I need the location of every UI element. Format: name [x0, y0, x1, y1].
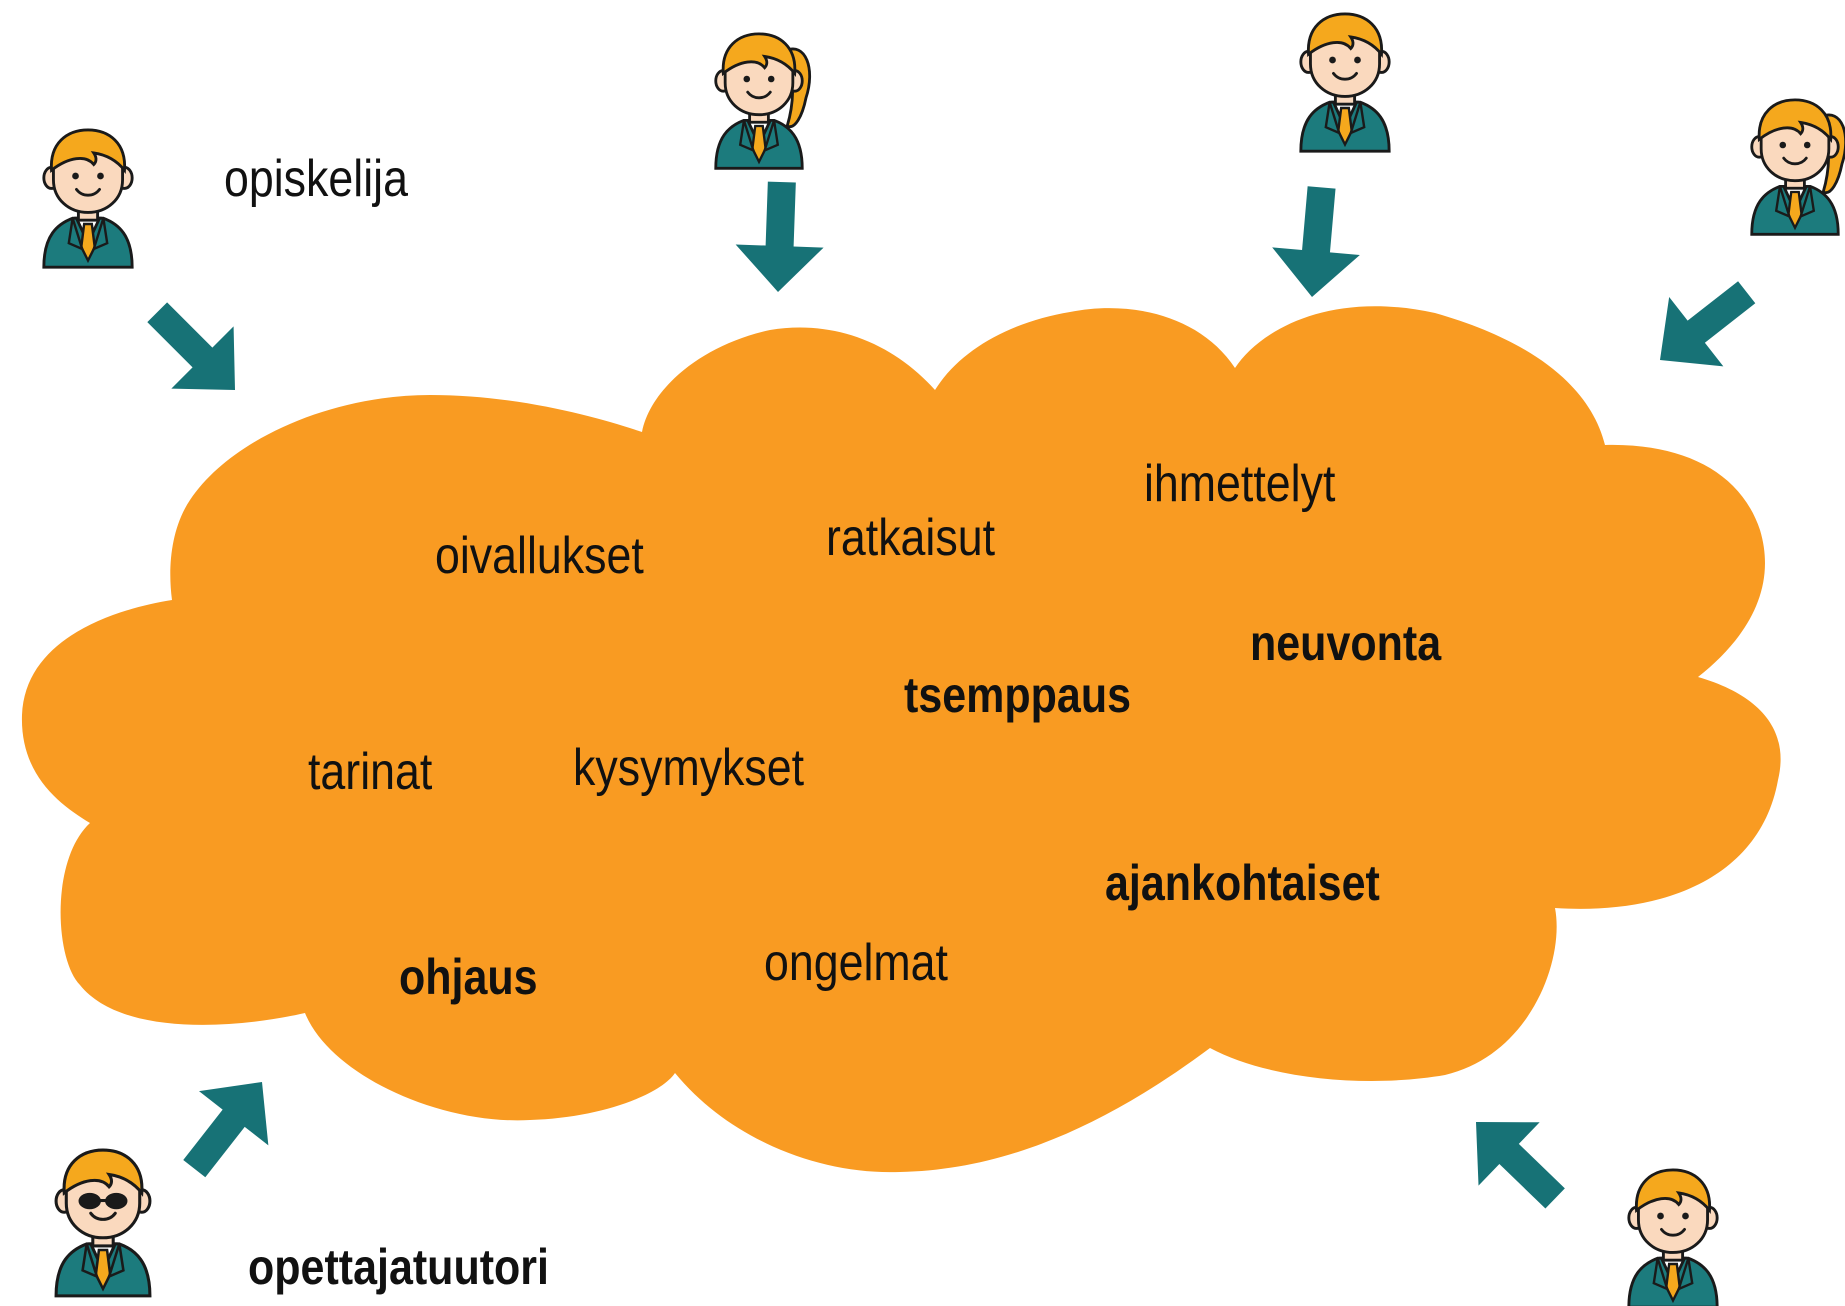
word-ratkaisut: ratkaisut [826, 509, 996, 567]
arrow-icon [1268, 183, 1366, 301]
word-neuvonta: neuvonta [1250, 615, 1442, 671]
cloud-shape [21, 306, 1781, 1173]
arrow-icon [1445, 1090, 1586, 1231]
arrow-icon [159, 1054, 297, 1196]
student-label: opiskelija [224, 150, 408, 208]
word-tarinat: tarinat [308, 743, 433, 801]
arrow-icon [126, 281, 267, 422]
person-icon [1299, 12, 1391, 153]
word-ihmettelyt: ihmettelyt [1144, 455, 1336, 513]
word-ongelmat: ongelmat [764, 934, 948, 992]
person-ponytail-icon [1750, 98, 1845, 236]
teacher-tutor-label: opettajatuutori [248, 1239, 549, 1295]
arrow-icon [734, 180, 826, 294]
person-icon [42, 128, 134, 269]
person-icon [1627, 1168, 1719, 1306]
word-kysymykset: kysymykset [573, 739, 805, 797]
arrow-icon [1632, 257, 1774, 395]
word-oivallukset: oivallukset [435, 527, 644, 585]
word-ohjaus: ohjaus [399, 949, 538, 1005]
person-sunglasses-icon [54, 1148, 152, 1298]
word-tsemppaus: tsemppaus [904, 667, 1132, 723]
person-ponytail-icon [714, 32, 812, 170]
word-ajankohtaiset: ajankohtaiset [1105, 855, 1380, 911]
